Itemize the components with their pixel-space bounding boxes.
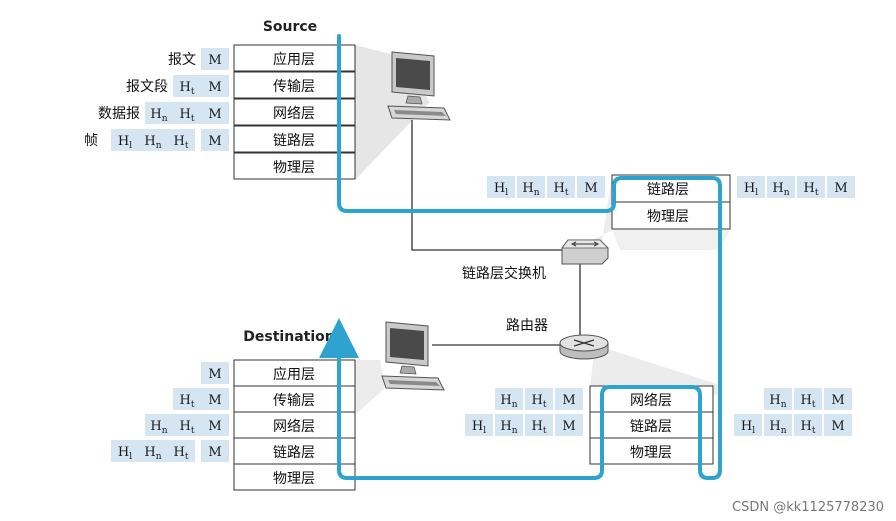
switch-link-layer: 链路层 — [647, 182, 689, 198]
switch-left-headers: Hl Hn Ht M — [487, 176, 605, 198]
svg-text:Hl: Hl — [472, 419, 486, 436]
source-link-hl: Hl — [118, 134, 132, 151]
pdu-label-datagram: 数据报 — [98, 106, 140, 122]
switch-icon — [561, 239, 609, 265]
source-title: Source — [263, 19, 317, 35]
svg-text:M: M — [208, 445, 221, 460]
svg-text:M: M — [562, 419, 575, 434]
router-network-layer: 网络层 — [630, 393, 672, 409]
source-network-m: M — [208, 107, 221, 122]
data-flow-path — [319, 34, 722, 480]
switch-shadow-right — [612, 230, 730, 250]
switch-right-headers: Hl Hn Ht M — [737, 176, 855, 198]
source-link-m: M — [208, 134, 221, 149]
pdu-label-segment: 报文段 — [126, 79, 168, 95]
svg-text:M: M — [208, 419, 221, 434]
router-shadow — [590, 345, 720, 395]
source-transport-m: M — [208, 80, 221, 95]
svg-text:M: M — [562, 393, 575, 408]
switch-physical-layer: 物理层 — [647, 209, 689, 225]
destination-physical-layer: 物理层 — [273, 471, 315, 487]
switch-stack: 链路层 物理层 — [611, 174, 731, 230]
router-icon — [559, 334, 609, 360]
router-left-headers: Hn Ht M Hl Hn Ht M — [465, 388, 583, 436]
destination-link-layer: 链路层 — [273, 445, 315, 461]
svg-text:M: M — [831, 419, 844, 434]
router-right-headers: Hn Ht M Hl Hn Ht M — [734, 388, 852, 436]
svg-text:M: M — [834, 181, 847, 196]
computer-icon — [387, 51, 451, 121]
svg-text:M: M — [208, 367, 221, 382]
source-app-m: M — [208, 53, 221, 68]
svg-text:Hl: Hl — [744, 181, 758, 198]
source-headers: M Ht M Hn Ht M Hl Hn Ht M — [111, 48, 229, 151]
source-application-layer: 应用层 — [273, 51, 315, 68]
destination-network-layer: 网络层 — [273, 419, 315, 435]
router-link-layer: 链路层 — [630, 419, 672, 435]
svg-text:M: M — [831, 393, 844, 408]
source-network-layer: 网络层 — [273, 106, 315, 122]
source-transport-layer: 传输层 — [273, 79, 315, 95]
destination-title: Destination — [243, 329, 334, 345]
destination-shadow — [355, 360, 385, 415]
switch-label: 链路层交换机 — [462, 265, 546, 282]
router-stack: 网络层 链路层 物理层 — [589, 385, 714, 465]
svg-text:M: M — [584, 181, 597, 196]
router-label: 路由器 — [506, 318, 548, 334]
computer-icon — [381, 321, 445, 391]
router-physical-layer: 物理层 — [630, 445, 672, 461]
destination-stack: 应用层 传输层 网络层 链路层 物理层 — [233, 359, 356, 491]
svg-text:Hl: Hl — [494, 181, 508, 198]
destination-transport-layer: 传输层 — [273, 393, 315, 409]
pdu-label-message: 报文 — [168, 52, 196, 68]
pdu-label-frame: 帧 — [84, 133, 98, 149]
source-physical-layer: 物理层 — [273, 160, 315, 176]
watermark: CSDN @kk1125778230 — [732, 500, 884, 515]
destination-headers: M Ht M Hn Ht M Hl Hn Ht M — [111, 362, 229, 462]
destination-application-layer: 应用层 — [273, 366, 315, 383]
source-link-layer: 链路层 — [273, 133, 315, 149]
cables — [411, 120, 581, 346]
source-stack: 应用层 传输层 网络层 链路层 物理层 — [233, 44, 356, 180]
svg-text:Hl: Hl — [741, 419, 755, 436]
svg-text:Hl: Hl — [118, 445, 132, 462]
svg-text:M: M — [208, 393, 221, 408]
